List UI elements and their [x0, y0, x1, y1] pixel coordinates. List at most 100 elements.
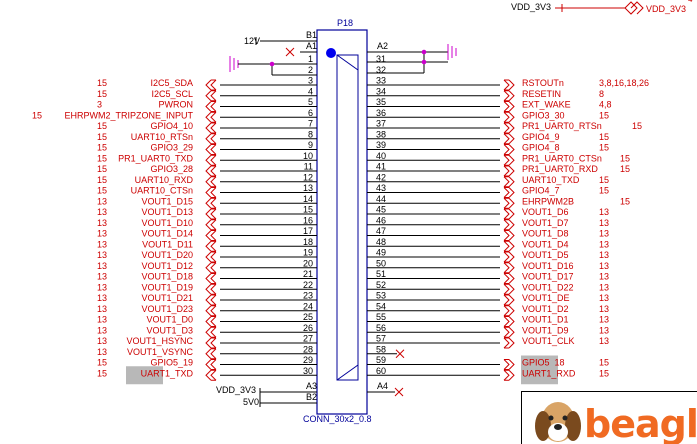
pin-number-right: 41 — [376, 162, 386, 172]
net-label-left: GPIO3_29 — [150, 143, 193, 153]
offpage-left — [205, 208, 217, 220]
net-label-left: UART10_RTSn — [131, 132, 193, 142]
sheet-ref-left: 13 — [97, 272, 107, 282]
offpage-right — [503, 230, 515, 241]
offpage-left — [205, 262, 217, 274]
pin-number-right: 36 — [376, 108, 386, 118]
sheet-ref-right: 13 — [599, 272, 609, 282]
pin-number-left: 29 — [303, 355, 313, 365]
junction-right-top — [421, 49, 427, 55]
sheet-ref-right: 15 — [599, 358, 609, 368]
net-label-right: RSTOUTn — [522, 78, 564, 88]
pin-number-right: 37 — [376, 119, 386, 129]
sheet-ref-right: 15 — [632, 121, 642, 131]
pin-number-right: 55 — [376, 312, 386, 322]
pin-number-right: 52 — [376, 280, 386, 290]
sheet-ref-right: 4,8 — [599, 100, 612, 110]
net-label-right: GPIO4_8 — [522, 143, 560, 153]
pin-number-left: 21 — [303, 269, 313, 279]
net-label-left: VOUT1_D12 — [141, 261, 193, 271]
offpage-left — [205, 251, 217, 263]
vdd-offpage-connector — [624, 1, 644, 15]
sheet-ref-left: 13 — [97, 293, 107, 303]
offpage-left — [205, 111, 217, 123]
pin-number-right: 35 — [376, 97, 386, 107]
connector-slot — [336, 54, 359, 381]
offpage-right — [503, 197, 515, 209]
net-label-left: I2C5_SCL — [151, 89, 193, 99]
net-label-right: EHRPWM2B — [522, 196, 574, 206]
net-label-left: I2C5_SDA — [150, 78, 193, 88]
offpage-left — [205, 133, 217, 145]
pin-number-right: 60 — [376, 366, 386, 376]
sheet-ref-right: 15 — [599, 186, 609, 196]
offpage-right — [503, 144, 515, 155]
pin-number-right: 47 — [376, 226, 386, 236]
beagle-dog-icon — [535, 402, 581, 442]
sheet-ref-right: 15 — [620, 164, 630, 174]
sheet-ref-left: 13 — [97, 207, 107, 217]
sheet-ref-right: 13 — [599, 229, 609, 239]
offpage-left — [205, 240, 217, 252]
pin-number-right: 57 — [376, 334, 386, 344]
pin-number-right: 46 — [376, 215, 386, 225]
offpage-left — [205, 305, 217, 317]
sheet-ref-left: 15 — [97, 175, 107, 185]
pin-number-right: 31 — [376, 54, 386, 64]
offpage-right — [503, 165, 515, 177]
sheet-ref-right: 13 — [599, 207, 609, 217]
net-label-right: VOUT1_D16 — [522, 261, 574, 271]
offpage-left — [205, 316, 217, 327]
pin-number-left: 12 — [303, 172, 313, 182]
net-label-left: VOUT1_D23 — [141, 304, 193, 314]
sheet-ref-left: 13 — [97, 282, 107, 292]
sheet-ref-left: 13 — [97, 218, 107, 228]
offpage-right — [503, 122, 515, 134]
net-label-left: GPIO3_28 — [150, 164, 193, 174]
pin-number-left: 4 — [308, 86, 313, 96]
offpage-left — [205, 165, 217, 177]
pin-number-right: 49 — [376, 248, 386, 258]
offpage-left — [205, 101, 217, 112]
pin-number-right: 38 — [376, 129, 386, 139]
sheet-ref-right: 13 — [599, 325, 609, 335]
vdd-net-label-top-right: VDD_3V3 — [646, 4, 686, 14]
pin-number-right: 34 — [376, 86, 386, 96]
sheet-ref-left: 13 — [97, 196, 107, 206]
offpage-left — [205, 348, 217, 360]
offpage-right — [503, 369, 515, 381]
pin-number-right: 43 — [376, 183, 386, 193]
net-label-left: VOUT1_D15 — [141, 196, 193, 206]
offpage-left — [205, 369, 217, 381]
net-label-right: GPIO4_9 — [522, 132, 560, 142]
pin-number-right: 48 — [376, 237, 386, 247]
offpage-left — [205, 144, 217, 155]
offpage-right — [503, 316, 515, 327]
pin-one-marker — [326, 48, 336, 58]
pin-number-left: 11 — [304, 162, 313, 172]
pin-number-left: 3 — [308, 76, 313, 86]
noconnect-right — [395, 349, 405, 359]
pin-number-right: 42 — [376, 172, 386, 182]
net-label-left: GPIO5_19 — [150, 358, 193, 368]
offpage-left — [205, 326, 217, 338]
pin-number-left: 25 — [303, 312, 313, 322]
sheet-ref-left: 15 — [32, 110, 42, 120]
offpage-left — [205, 230, 217, 241]
ground-symbol-right — [447, 44, 457, 60]
sheet-ref-left: 15 — [97, 153, 107, 163]
offpage-right — [503, 154, 515, 166]
sheet-ref-right: 15 — [620, 196, 630, 206]
pin-label-b1: B1 — [306, 30, 317, 40]
net-label-right: UART1_RXD — [522, 368, 576, 378]
net-label-right: RESETIN — [522, 89, 561, 99]
pin-number-left: 1 — [308, 54, 313, 64]
offpage-left — [205, 197, 217, 209]
junction-left — [269, 61, 275, 67]
power-5v0-label: 5V0 — [243, 397, 259, 407]
pin-label-b2: B2 — [306, 392, 317, 402]
sheet-ref-right: 13 — [599, 293, 609, 303]
net-label-left: VOUT1_VSYNC — [127, 347, 194, 357]
noconnect-a1 — [285, 47, 295, 57]
